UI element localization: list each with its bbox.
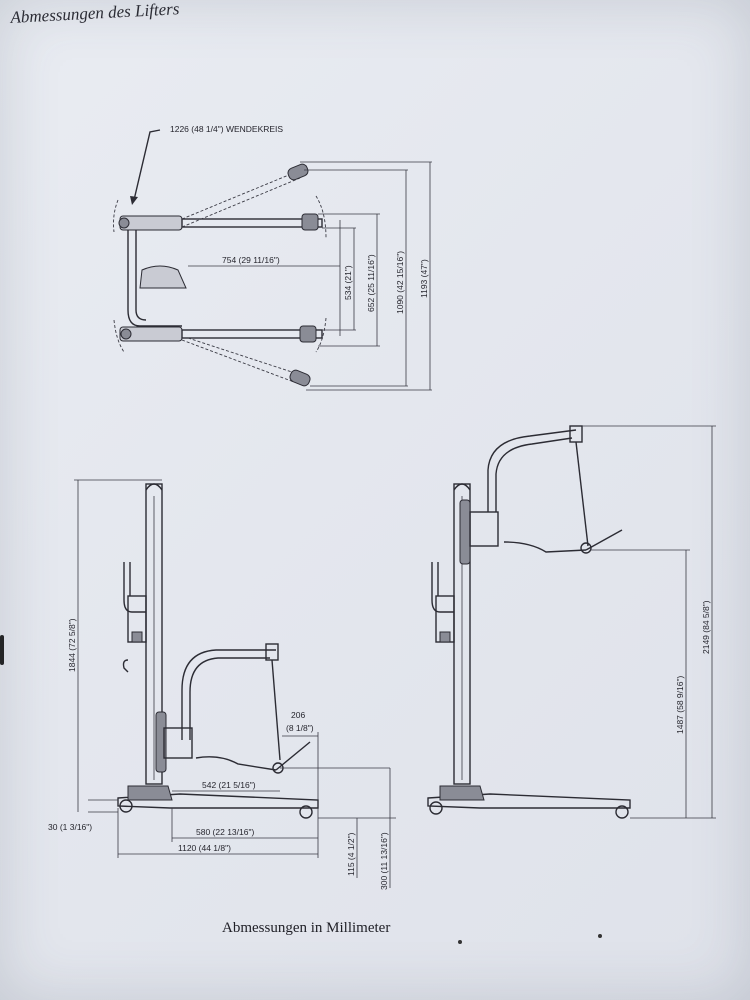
wheel-icon xyxy=(615,805,629,819)
caster-icon xyxy=(120,328,132,340)
dim-206-in: (8 1/8") xyxy=(286,723,314,733)
wheel-icon xyxy=(119,799,133,813)
dim-542: 542 (21 5/16") xyxy=(202,780,256,790)
boom-end-bottom xyxy=(289,369,311,387)
dim-1090: 1090 (42 15/16") xyxy=(395,251,405,314)
cross-bar xyxy=(127,230,182,327)
boom-lower-line xyxy=(181,339,295,383)
spreader-bar xyxy=(195,756,277,771)
units-caption: Abmessungen in Millimeter xyxy=(222,920,391,936)
turning-arc-left-bottom xyxy=(113,319,125,353)
wheel-icon xyxy=(299,805,313,819)
base-block xyxy=(439,785,485,801)
dim-1120: 1120 (44 1/8") xyxy=(178,843,231,853)
dim-115: 115 (4 1/2") xyxy=(346,832,356,876)
leader-arrowhead xyxy=(130,196,138,205)
dim-1193: 1193 (47") xyxy=(419,259,429,298)
caster-icon xyxy=(301,213,319,231)
dim-206: 206 xyxy=(291,710,305,720)
dim-754: 754 (29 11/16") xyxy=(222,255,280,265)
dim-1487: 1487 (58 9/16") xyxy=(675,676,685,734)
dim-534: 534 (21") xyxy=(343,265,353,300)
side-view-high: 1487 (58 9/16") 2149 (84 5/8") xyxy=(427,425,716,819)
spreader-bar xyxy=(503,541,587,553)
bottom-leg xyxy=(181,329,323,339)
page-shadow xyxy=(0,635,4,665)
spreader-strap xyxy=(271,659,281,761)
dim-580: 580 (22 13/16") xyxy=(196,827,254,837)
dim-300: 300 (11 13/16") xyxy=(379,832,389,890)
actuator-housing xyxy=(163,727,193,759)
boom xyxy=(487,429,577,512)
turning-arc-left-top xyxy=(113,199,119,233)
boom-end-top xyxy=(287,163,309,181)
spreader-strap xyxy=(575,441,589,547)
mast-top xyxy=(139,265,187,289)
mast-cap xyxy=(453,483,471,491)
wheel-icon xyxy=(429,801,443,815)
base-block xyxy=(127,785,173,801)
speck xyxy=(598,934,602,938)
turning-circle-leader xyxy=(133,129,161,201)
swivel-icon xyxy=(580,542,592,554)
caster-icon xyxy=(118,217,130,229)
base-leg xyxy=(427,793,631,809)
boom xyxy=(181,649,276,740)
boom-inner xyxy=(495,437,573,512)
control-box-button xyxy=(131,631,143,643)
actuator-housing xyxy=(469,511,499,547)
side-view-low: 1844 (72 5/8") 206 (8 1/8") xyxy=(48,479,396,890)
boom-lower-line xyxy=(187,337,299,375)
spreader-hook xyxy=(585,529,623,551)
top-view: 1226 (48 1/4") WENDEKREIS 754 (29 11/16"… xyxy=(113,124,432,391)
control-box-button xyxy=(439,631,451,643)
cross-bar-inner xyxy=(135,230,147,321)
handle xyxy=(123,562,146,613)
actuator xyxy=(459,499,471,565)
mast-cap xyxy=(145,483,163,491)
speck xyxy=(458,940,462,944)
handle xyxy=(431,562,454,613)
dim-652: 652 (25 11/16") xyxy=(366,254,376,312)
turning-arc-right-bottom xyxy=(315,317,327,353)
hook xyxy=(122,659,129,673)
spreader-hook xyxy=(275,741,311,771)
boom-upper-line xyxy=(181,171,297,220)
dim-2149: 2149 (84 5/8") xyxy=(701,600,711,654)
turning-arc-right-top xyxy=(315,195,327,239)
top-leg xyxy=(181,218,323,228)
caster-icon xyxy=(299,325,317,343)
boom-inner xyxy=(189,657,270,740)
dim-30: 30 (1 3/16") xyxy=(48,822,92,832)
boom-upper-line xyxy=(181,177,301,228)
turning-circle-label: 1226 (48 1/4") WENDEKREIS xyxy=(170,124,283,134)
boom-end xyxy=(569,425,583,443)
dim-1844: 1844 (72 5/8") xyxy=(67,618,77,672)
